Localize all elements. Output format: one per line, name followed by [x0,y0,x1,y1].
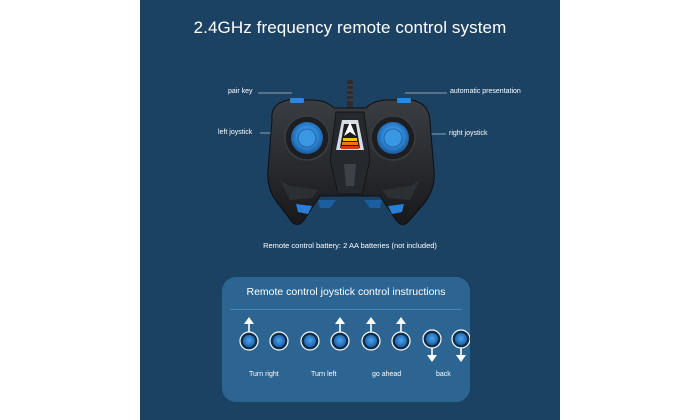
turn-left-right-stick [330,331,350,351]
automatic-presentation-label: automatic presentation [450,88,521,95]
left-joystick-label: left joystick [218,129,253,136]
antenna [347,80,353,110]
turn-left-left-stick [300,331,320,351]
turn-right-right-stick [269,331,289,351]
right-joystick-label: right joystick [449,130,488,137]
back-right-stick [451,329,470,349]
remote-controller-illustration [258,80,447,226]
controller-body [267,99,435,226]
up-arrow-icon [396,317,406,332]
go-ahead-right-stick [391,331,411,351]
back-label: back [436,371,451,378]
turn-left-label: Turn left [311,371,337,378]
back-left-stick [422,329,442,349]
down-arrow-icon [427,348,437,362]
infographic-panel: 2.4GHz frequency remote control system [140,0,560,420]
up-arrow-icon [244,317,254,332]
go-ahead-label: go ahead [372,371,402,378]
automatic-presentation-button [397,98,411,103]
headline: 2.4GHz frequency remote control system [193,18,507,37]
go-ahead-left-stick [361,331,381,351]
center-emblem [336,120,364,150]
turn-right-label: Turn right [249,371,279,378]
up-arrow-icon [366,317,376,332]
battery-note: Remote control battery: 2 AA batteries (… [263,241,437,250]
down-arrow-icon [456,348,466,362]
instructions-title: Remote control joystick control instruct… [246,286,446,298]
left-joystick [284,115,330,161]
up-arrow-icon [335,317,345,332]
joystick-instructions-box: Remote control joystick control instruct… [222,277,470,402]
pair-key-button [290,98,304,103]
instructions-divider [230,309,462,310]
right-joystick [370,115,416,161]
joystick-direction-diagram [239,317,470,362]
turn-right-left-stick [239,331,259,351]
pair-key-label: pair key [228,88,253,95]
